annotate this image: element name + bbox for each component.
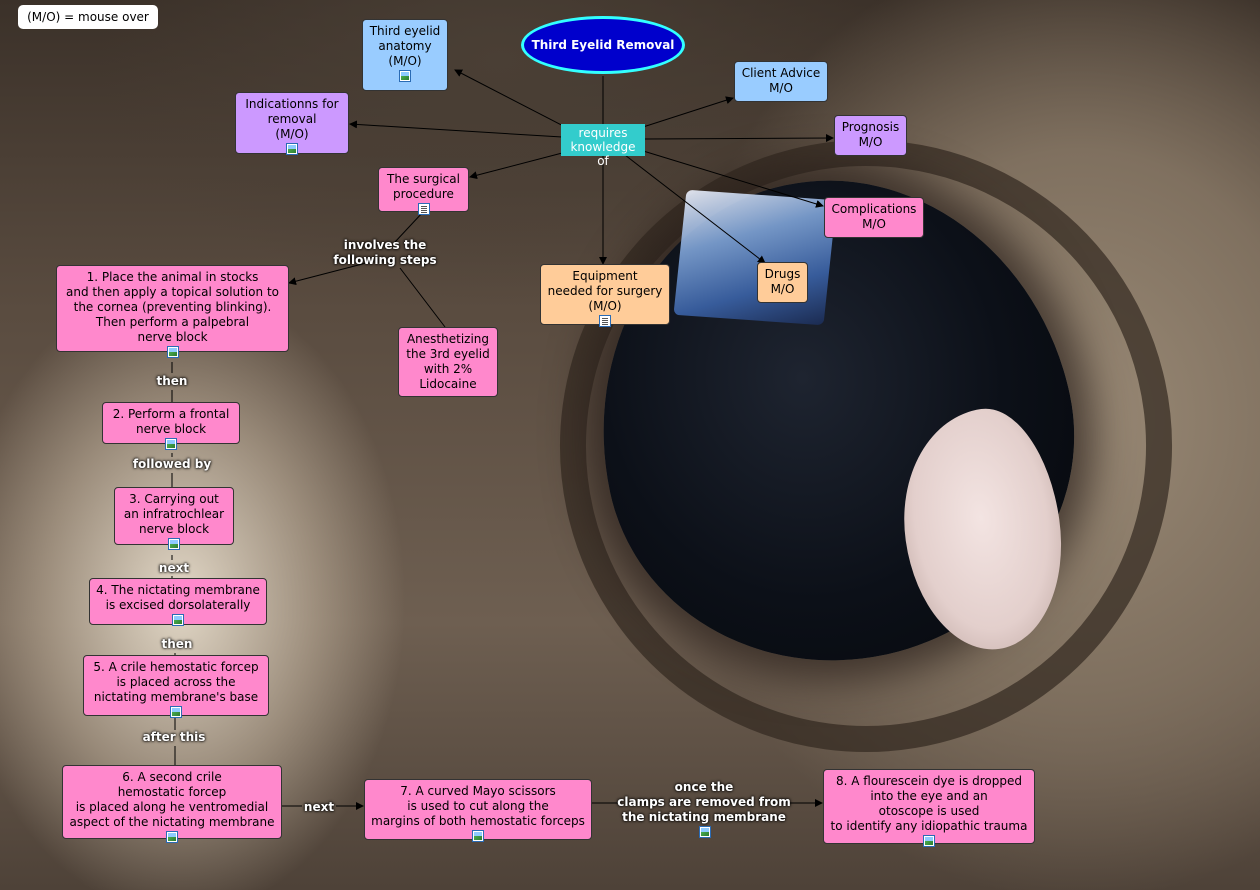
node-label: Third eyelid anatomy (M/O)	[369, 24, 441, 68]
node-step-4[interactable]: 4. The nictating membrane is excised dor…	[89, 578, 267, 626]
document-icon[interactable]	[599, 315, 611, 327]
node-label: 4. The nictating membrane is excised dor…	[96, 583, 260, 612]
image-icon[interactable]	[699, 826, 711, 838]
node-label: 2. Perform a frontal nerve block	[112, 407, 230, 436]
link-label-next: next	[303, 800, 335, 814]
image-icon[interactable]	[286, 143, 298, 155]
image-icon[interactable]	[172, 614, 184, 626]
mouse-over-legend: (M/O) = mouse over	[18, 5, 158, 29]
node-label: 5. A crile hemostatic forcep is placed a…	[93, 660, 259, 704]
node-label: Drugs M/O	[764, 267, 801, 296]
link-hub-anatomy	[454, 69, 576, 133]
hub-label: requires knowledge of	[570, 126, 636, 168]
node-step-8[interactable]: 8. A flourescein dye is dropped into the…	[823, 769, 1035, 847]
node-equipment[interactable]: Equipment needed for surgery (M/O)	[540, 264, 670, 327]
image-icon[interactable]	[166, 346, 179, 358]
node-step-1[interactable]: 1. Place the animal in stocks and then a…	[56, 265, 289, 358]
node-complications[interactable]: Complications M/O	[824, 197, 924, 238]
node-label: 3. Carrying out an infratrochlear nerve …	[123, 492, 225, 536]
link-label-followed-by: followed by	[132, 457, 212, 471]
link-label-once-clamps-removed: once the clamps are removed from the nic…	[617, 780, 791, 824]
node-label: Client Advice M/O	[741, 66, 821, 95]
image-icon[interactable]	[399, 70, 411, 82]
link-involves-anesthetizing	[399, 267, 446, 328]
node-drugs[interactable]: Drugs M/O	[757, 262, 808, 303]
link-hub-complications	[639, 149, 824, 208]
image-icon[interactable]	[170, 706, 182, 718]
node-step-7[interactable]: 7. A curved Mayo scissors is used to cut…	[364, 779, 592, 842]
link-hub-indications	[349, 120, 563, 138]
link-label-then: then	[161, 637, 193, 651]
node-step-3[interactable]: 3. Carrying out an infratrochlear nerve …	[114, 487, 234, 550]
node-client-advice[interactable]: Client Advice M/O	[734, 61, 828, 102]
node-indications-for-removal[interactable]: Indicationns for removal (M/O)	[235, 92, 349, 155]
link-surgical-involves	[394, 211, 424, 243]
link-label-after-this: after this	[142, 730, 206, 744]
node-label: 1. Place the animal in stocks and then a…	[66, 270, 279, 344]
image-icon[interactable]	[165, 438, 177, 450]
link-hub-prognosis	[644, 134, 834, 143]
link-hub-surgical	[469, 151, 567, 180]
hub-requires-knowledge: requires knowledge of	[561, 124, 645, 168]
root-concept[interactable]: Third Eyelid Removal	[521, 16, 685, 74]
node-label: 6. A second crile hemostatic forcep is p…	[69, 770, 275, 829]
document-icon[interactable]	[417, 203, 430, 215]
node-label: Complications M/O	[831, 202, 917, 231]
image-icon[interactable]	[166, 831, 178, 843]
node-anesthetizing[interactable]: Anesthetizing the 3rd eyelid with 2% Lid…	[398, 327, 498, 397]
image-icon[interactable]	[923, 835, 935, 847]
link-label-involves: involves the following steps	[333, 238, 437, 267]
node-step-2[interactable]: 2. Perform a frontal nerve block	[102, 402, 240, 450]
node-label: Indicationns for removal (M/O)	[245, 97, 339, 141]
node-label: Anesthetizing the 3rd eyelid with 2% Lid…	[406, 332, 490, 391]
node-surgical-procedure[interactable]: The surgical procedure	[378, 167, 469, 215]
node-label: Equipment needed for surgery (M/O)	[547, 269, 663, 313]
node-step-5[interactable]: 5. A crile hemostatic forcep is placed a…	[83, 655, 269, 718]
node-label: Prognosis M/O	[841, 120, 900, 149]
image-icon[interactable]	[168, 538, 180, 550]
node-prognosis[interactable]: Prognosis M/O	[834, 115, 907, 156]
node-label: 8. A flourescein dye is dropped into the…	[830, 774, 1028, 833]
link-label-next: next	[158, 561, 190, 575]
link-label-then: then	[156, 374, 188, 388]
link-hub-drugs	[624, 154, 766, 264]
link-involves-step1	[288, 261, 371, 286]
node-label: 7. A curved Mayo scissors is used to cut…	[371, 784, 585, 828]
image-icon[interactable]	[472, 830, 484, 842]
node-step-6[interactable]: 6. A second crile hemostatic forcep is p…	[62, 765, 282, 843]
node-third-eyelid-anatomy[interactable]: Third eyelid anatomy (M/O)	[362, 19, 448, 91]
node-label: The surgical procedure	[387, 172, 460, 201]
link-hub-client-advice	[639, 96, 734, 129]
